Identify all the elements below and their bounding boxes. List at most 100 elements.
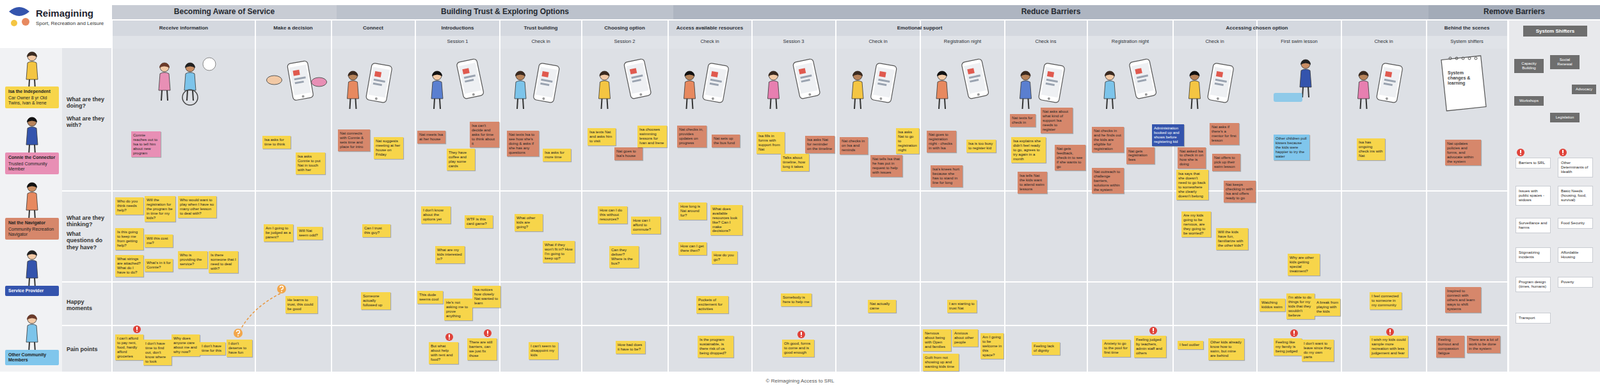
node-text: How can I do this without resources? xyxy=(599,208,626,222)
node-text: How long is Nat around for? xyxy=(680,204,705,218)
node-text: Poverty xyxy=(1560,279,1590,285)
sticky-note: Talks about timeline, how long it takes xyxy=(780,153,809,171)
node-text: How bad does it have to be? xyxy=(617,342,644,352)
row-label: What are they doing? xyxy=(66,96,109,110)
sticky-note: How can I afford to commute? xyxy=(631,216,661,234)
step-label: Session 1 xyxy=(447,39,469,45)
sticky-note: What strings are attached? What do I hav… xyxy=(115,254,144,277)
node-text: I don't know about the options yet xyxy=(423,208,449,222)
sticky-note: Is this going to keep me from getting he… xyxy=(115,227,144,250)
sticky-note: Who would want to play when I have so ma… xyxy=(177,195,217,218)
node-text: Will Nat seem odd? xyxy=(298,228,321,238)
node-text: Someone actually followed up xyxy=(362,293,389,308)
node-text: Nat goes to Isa's house xyxy=(616,149,641,159)
sticky-note: Anxious about other people xyxy=(952,328,978,347)
node-text: How can I get there then? xyxy=(680,243,705,253)
sticky-note: Anxiety to go to the pool for first time xyxy=(1102,339,1131,357)
logo-subtitle: Sport, Recreation and Leisure xyxy=(35,20,110,27)
sticky-note: He's not asking me to prove anything xyxy=(444,298,473,320)
node-text: There are a lot of work to be done in th… xyxy=(1468,337,1499,351)
phase-band: Reduce Barriers xyxy=(673,5,1429,20)
sticky-note: Will the registration for the program be… xyxy=(144,195,176,222)
sticky-note: He learns to trust, this could be good xyxy=(285,295,318,313)
step-label: Session 2 xyxy=(614,39,636,45)
sticky-note: Administration booked up and shows befor… xyxy=(1152,124,1184,146)
node-text: What if they won't fit in? How I'm going… xyxy=(544,242,573,261)
sticky-note: Will Nat seem odd? xyxy=(296,226,323,240)
node-text: Am I going to be judged as a parent? xyxy=(265,225,292,240)
node-text: Isa chooses swimming lessons for Ivan an… xyxy=(639,127,665,146)
sticky-note: Isa asks for time to think xyxy=(262,135,291,149)
sticky-note: Nat sets up the bus fund xyxy=(711,134,740,148)
sticky-note: Nervous about being with Open and famili… xyxy=(922,328,952,351)
node-text: Isa can't decide and asks for time to th… xyxy=(471,123,498,146)
system-box: Basic Needs (housing, food, survival) xyxy=(1557,185,1593,206)
node-text: Workshops xyxy=(1516,98,1542,104)
persona-name: Service Provider xyxy=(8,288,56,294)
system-box: Other Determinants of Health xyxy=(1557,157,1593,178)
node-text: Basic Needs (housing, food, survival) xyxy=(1560,188,1590,203)
persona-name: Isa the Independent xyxy=(8,88,56,95)
node-text: Nat outreach to challenge barriers, solu… xyxy=(1093,169,1122,192)
node-text: Nat updates policies and forms, and advo… xyxy=(1447,141,1480,164)
phase-band: Becoming Aware of Service xyxy=(112,5,337,20)
node-text: How can I afford to commute? xyxy=(632,218,659,232)
node-text: Nat sets up the bus fund xyxy=(713,136,738,146)
system-box: Workshops xyxy=(1514,96,1544,106)
node-text: Are my kids going to be nervous, are the… xyxy=(1183,213,1209,235)
step-label: Check in xyxy=(1205,39,1224,45)
node-text: Nat gets registration fees xyxy=(1128,149,1153,163)
sticky-note: Watching kiddos swim xyxy=(1259,298,1286,312)
sticky-note: Oh good, forms to come and is good enoug… xyxy=(782,339,815,357)
node-text: Social Renewal xyxy=(1552,57,1577,67)
system-box: System Shifters xyxy=(1523,25,1588,37)
node-text: Is the program sustainable, is there ris… xyxy=(699,337,732,356)
sticky-note: Somebody is here to help me xyxy=(780,293,812,306)
node-text: Isa fills in forms with support from Nat xyxy=(758,133,783,152)
sticky-note: Isa says that she doesn't need to go bac… xyxy=(1176,169,1209,200)
node-text: I feel connected to someone in my commun… xyxy=(1371,293,1400,308)
system-box: Capacity Building xyxy=(1514,58,1544,73)
persona-card: Connie the ConnectorTrusted Community Me… xyxy=(5,152,59,175)
stage-label: Access available resources xyxy=(676,24,744,31)
node-text: Feeling lack of dignity xyxy=(1033,343,1058,353)
node-text: Transport xyxy=(1518,315,1548,320)
persona-name: Connie the Connector xyxy=(8,154,56,160)
node-text: Is this going to keep me from getting he… xyxy=(117,229,142,248)
persona-name: Nat the Navigator xyxy=(8,220,56,226)
node-text: Community Recreation Navigator xyxy=(8,226,56,237)
node-text: Isa says that she doesn't need to go bac… xyxy=(1178,171,1207,198)
node-text: Will this cost me? xyxy=(146,236,171,246)
sticky-note: Isa's knees hurt because she has to stan… xyxy=(930,165,963,187)
step-label: Session 3 xyxy=(783,39,805,45)
sticky-note: Nat connects with Connie & sets time and… xyxy=(337,129,370,152)
node-text: Becoming Aware of Service xyxy=(174,7,275,17)
node-text: Nat goes to registration night - checks … xyxy=(928,132,955,151)
node-text: Isa explains she didn't feel ready to go… xyxy=(1013,138,1044,161)
node-text: Surveillance and harms xyxy=(1518,220,1548,230)
sticky-note: Nat actually came xyxy=(867,299,896,313)
sticky-note: I can't afford to pay rent, food, hardly… xyxy=(115,334,144,360)
sticky-note: What does available resources look like?… xyxy=(710,204,743,235)
node-text: Oh good, forms to come and is good enoug… xyxy=(784,341,813,355)
node-text: Who do you think needs help? xyxy=(117,199,142,213)
node-text: Nat texts Isa to see how she's doing & a… xyxy=(508,132,537,155)
stage-label: Choosing option xyxy=(604,24,646,31)
node-text: Can they deliver? Where is the bus? xyxy=(611,247,637,266)
node-text: Isa asks for time to think xyxy=(264,137,289,147)
sticky-note: What are my kids interested in? xyxy=(435,245,465,264)
node-text: What are my kids interested in? xyxy=(437,247,463,262)
sticky-note: They have coffee and play some cards xyxy=(446,148,475,171)
node-text: I don't want to leave since they do my o… xyxy=(1303,341,1332,360)
node-text: Advocacy xyxy=(1574,87,1594,92)
node-text: I can't seem to disappoint my kids xyxy=(530,343,557,358)
sticky-note: Isa explains she didn't feel ready to go… xyxy=(1011,136,1046,163)
node-text: Isa asks Nat to go to registration night xyxy=(897,129,918,152)
sticky-note: Nat checks in and he finds out the kids … xyxy=(1091,126,1124,153)
sticky-note: Why does anyone care about me and why no… xyxy=(171,334,200,356)
step-label: Check in xyxy=(531,39,550,45)
node-text: Connie reaches out to Isa to tell him ab… xyxy=(133,133,159,155)
node-text: System Shifters xyxy=(1525,28,1585,34)
sticky-note: Guilt from not showing up and wanting ki… xyxy=(922,353,959,371)
row-label: What are they with? xyxy=(66,115,109,129)
